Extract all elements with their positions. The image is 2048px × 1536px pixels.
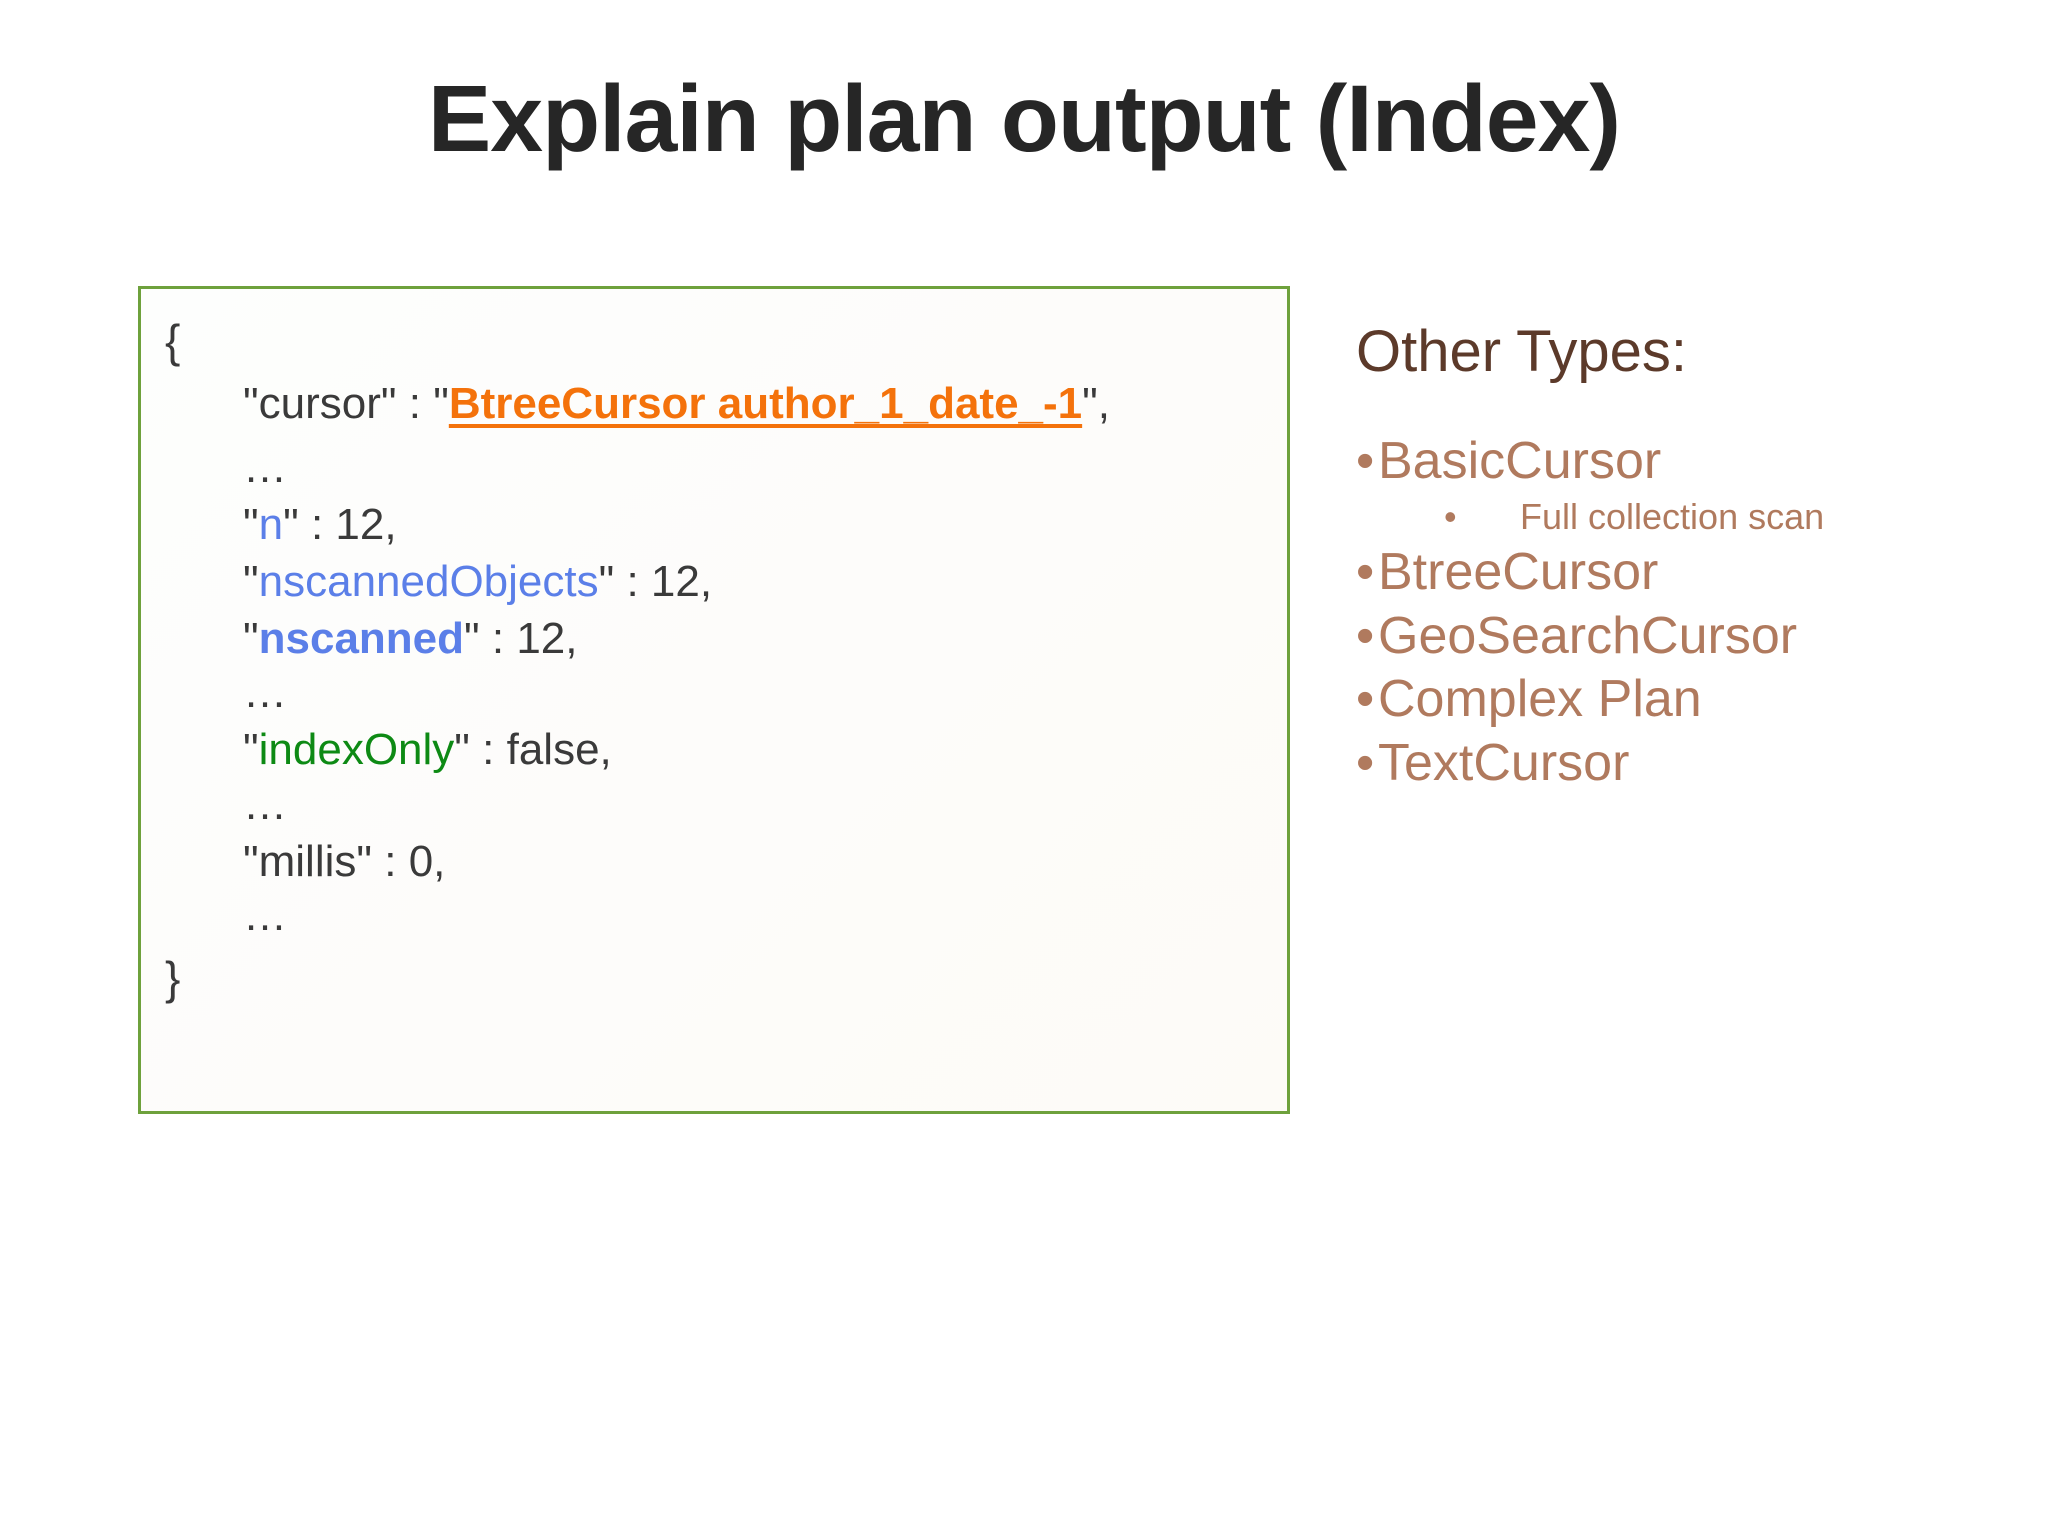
code-line-ellipsis-2: … xyxy=(165,671,1263,715)
millis-key: millis xyxy=(258,836,357,886)
other-types-panel: Other Types: •BasicCursor •Full collecti… xyxy=(1356,320,1996,796)
list-item-label: TextCursor xyxy=(1378,734,1630,793)
code-line-brace-open: { xyxy=(165,315,1263,368)
brace-open-token: { xyxy=(165,315,181,367)
other-types-list: •BasicCursor •Full collection scan •Btre… xyxy=(1356,430,1996,797)
quote-close: " xyxy=(598,556,615,606)
quote-close: " xyxy=(380,378,397,428)
list-item-full-collection-scan: • Full collection scan xyxy=(1356,494,1996,541)
trailing-comma: , xyxy=(1097,378,1110,428)
colon-separator: : xyxy=(396,378,434,428)
list-item-label: GeoSearchCursor xyxy=(1378,606,1798,665)
quote-close: " xyxy=(454,725,470,775)
nscanned-key: nscanned xyxy=(258,614,465,664)
n-key: n xyxy=(258,499,284,549)
brace-close-token: } xyxy=(165,951,181,1004)
value-quote-open: " xyxy=(433,378,449,428)
bullet-icon: • xyxy=(1356,606,1375,665)
quote-open: " xyxy=(243,556,259,606)
ellipsis-token: … xyxy=(243,779,289,829)
bullet-icon: • xyxy=(1444,495,1457,537)
quote-close: " xyxy=(283,499,299,549)
n-value: : 12, xyxy=(298,499,397,549)
quote-open: " xyxy=(243,725,259,775)
ellipsis-token: … xyxy=(243,442,289,492)
bullet-icon: • xyxy=(1356,734,1375,793)
code-line-ellipsis-3: … xyxy=(165,779,1263,829)
list-item-complex-plan: •Complex Plan xyxy=(1356,668,1996,732)
list-item-geosearchcursor: •GeoSearchCursor xyxy=(1356,605,1996,669)
quote-open: " xyxy=(243,378,259,428)
bullet-icon: • xyxy=(1356,431,1375,490)
nscanned-value: : 12, xyxy=(479,614,578,664)
list-item-label: BasicCursor xyxy=(1378,431,1662,490)
code-line-nscannedobjects: "nscannedObjects" : 12, xyxy=(165,553,1263,610)
cursor-value-highlight: BtreeCursor author_1_date_-1 xyxy=(448,378,1083,428)
quote-close: " xyxy=(356,836,373,886)
explain-plan-code-box: { "cursor" : "BtreeCursor author_1_date_… xyxy=(138,286,1290,1114)
page-title: Explain plan output (Index) xyxy=(427,66,1621,172)
nscannedobjects-value: : 12, xyxy=(614,556,713,606)
list-item-btreecursor: •BtreeCursor xyxy=(1356,541,1996,605)
code-line-brace-close: } xyxy=(165,952,1263,1005)
ellipsis-token: … xyxy=(243,668,289,718)
quote-open: " xyxy=(243,836,259,886)
nscannedobjects-key: nscannedObjects xyxy=(258,556,599,606)
list-item-label: Complex Plan xyxy=(1378,670,1702,729)
code-line-n: "n" : 12, xyxy=(165,496,1263,553)
code-line-cursor: "cursor" : "BtreeCursor author_1_date_-1… xyxy=(165,378,1263,430)
millis-value: : 0, xyxy=(372,836,446,886)
quote-open: " xyxy=(243,614,259,664)
bullet-icon: • xyxy=(1356,670,1375,729)
indexonly-key: indexOnly xyxy=(258,725,455,775)
ellipsis-token: … xyxy=(243,890,289,940)
list-item-basiccursor: •BasicCursor xyxy=(1356,430,1996,494)
code-content: { "cursor" : "BtreeCursor author_1_date_… xyxy=(141,289,1287,1005)
code-line-ellipsis-1: … xyxy=(165,442,1263,492)
bullet-icon: • xyxy=(1356,542,1375,601)
list-item-textcursor: •TextCursor xyxy=(1356,732,1996,796)
code-line-indexonly: "indexOnly" : false, xyxy=(165,721,1263,778)
code-line-millis: "millis" : 0, xyxy=(165,833,1263,890)
list-item-label: BtreeCursor xyxy=(1378,542,1659,601)
cursor-key: cursor xyxy=(258,378,381,428)
indexonly-value: : false, xyxy=(469,725,612,775)
list-item-label: Full collection scan xyxy=(1520,495,1825,537)
value-quote-close: " xyxy=(1082,378,1098,428)
quote-open: " xyxy=(243,499,259,549)
quote-close: " xyxy=(464,614,480,664)
code-line-nscanned: "nscanned" : 12, xyxy=(165,610,1263,667)
other-types-heading: Other Types: xyxy=(1356,319,1687,384)
code-line-ellipsis-4: … xyxy=(165,890,1263,940)
